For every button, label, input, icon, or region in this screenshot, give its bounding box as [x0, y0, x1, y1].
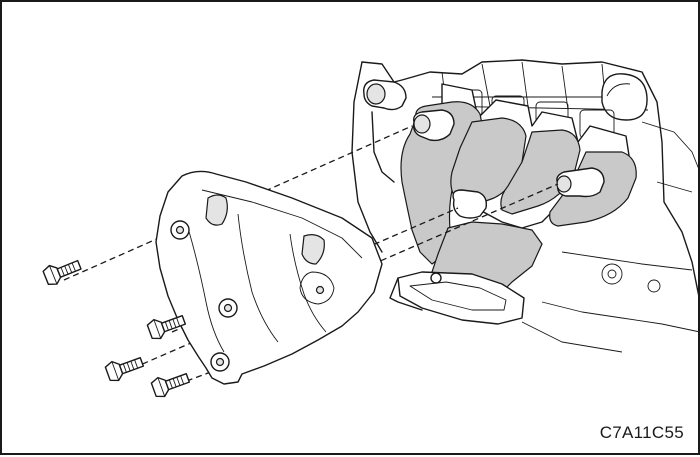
bolt-icon — [146, 314, 187, 340]
figure-code-label: C7A11C55 — [599, 423, 684, 442]
bolt-icon — [42, 259, 82, 286]
bolt-icon — [150, 372, 191, 398]
exhaust-manifold-icon — [389, 83, 637, 325]
heat-shield-icon — [155, 170, 383, 385]
bolt-icon — [104, 356, 145, 382]
